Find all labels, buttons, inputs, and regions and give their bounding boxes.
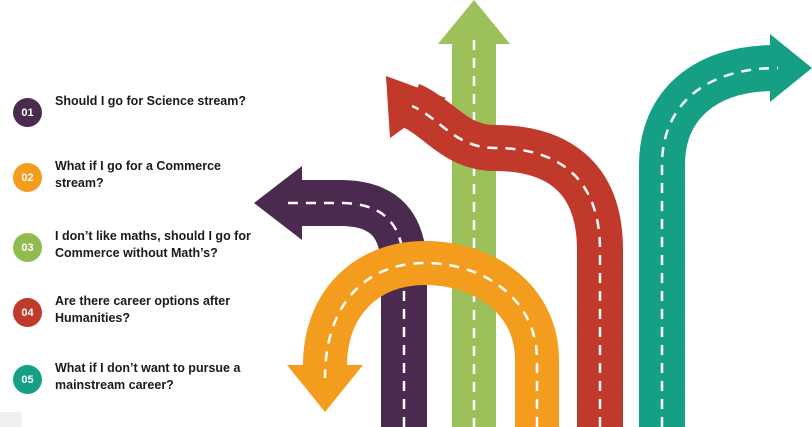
orange-arrow: [287, 240, 559, 427]
question-text-03: I don’t like maths, should I go for Comm…: [55, 229, 251, 260]
question-text-05: What if I don’t want to pursue a mainstr…: [55, 361, 241, 392]
number-badge-01: 01: [13, 98, 42, 127]
number-badge-03: 03: [13, 233, 42, 262]
list-item-01: 01 Should I go for Science stream?: [13, 93, 265, 127]
list-item-05: 05 What if I don’t want to pursue a main…: [13, 360, 255, 394]
question-text-04: Are there career options after Humanitie…: [55, 294, 231, 325]
questions-list: 01 Should I go for Science stream? 02 Wh…: [0, 0, 300, 427]
list-item-03: 03 I don’t like maths, should I go for C…: [13, 228, 255, 262]
green-arrow: [438, 0, 510, 427]
red-arrow: [386, 76, 623, 427]
number-badge-02: 02: [13, 163, 42, 192]
list-item-04: 04 Are there career options after Humani…: [13, 293, 255, 327]
question-text-02: What if I go for a Commerce stream?: [55, 159, 221, 190]
teal-arrow: [639, 34, 812, 427]
corner-decoration: [0, 412, 22, 427]
question-text-01: Should I go for Science stream?: [55, 94, 247, 108]
list-item-02: 02 What if I go for a Commerce stream?: [13, 158, 235, 192]
number-badge-05: 05: [13, 365, 42, 394]
number-badge-04: 04: [13, 298, 42, 327]
